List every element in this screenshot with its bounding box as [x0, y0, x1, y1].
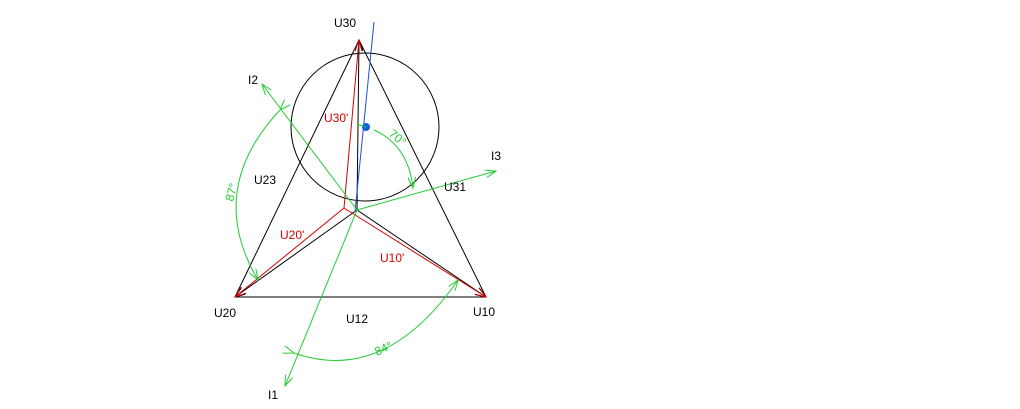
label-angle-84: 84°: [372, 338, 395, 358]
angle-arc-84: [294, 280, 458, 361]
phasor-black-u30: [357, 40, 359, 211]
current-vector-i2: [262, 84, 358, 211]
label-u12: U12: [346, 312, 368, 326]
phasor-red-u10: [343, 207, 486, 297]
label-u30: U30: [334, 16, 356, 30]
angle-arc-87: [235, 110, 280, 280]
center-dot-tick: [356, 123, 367, 128]
angle-arc-70: [373, 129, 413, 188]
label-u30-prime: U30': [324, 111, 348, 125]
reference-blue-line: [354, 21, 375, 213]
phasor-black-u10: [356, 209, 486, 297]
label-u20-prime: U20': [280, 228, 304, 242]
phasor-red-u20: [235, 207, 345, 297]
phasor-black-u20: [235, 209, 358, 297]
label-u10: U10: [473, 305, 495, 319]
label-u10-prime: U10': [380, 251, 404, 265]
side-u31: [358, 39, 487, 298]
label-u23: U23: [254, 173, 276, 187]
label-i1: I1: [268, 388, 278, 402]
current-vector-i3: [356, 171, 496, 211]
label-i3: I3: [491, 149, 501, 163]
label-angle-70: 70°: [386, 127, 409, 150]
phasor-red-u30: [343, 40, 359, 209]
label-u31: U31: [444, 180, 466, 194]
label-i2: I2: [248, 73, 258, 87]
label-angle-87: 87°: [222, 181, 240, 202]
label-u20: U20: [214, 306, 236, 320]
